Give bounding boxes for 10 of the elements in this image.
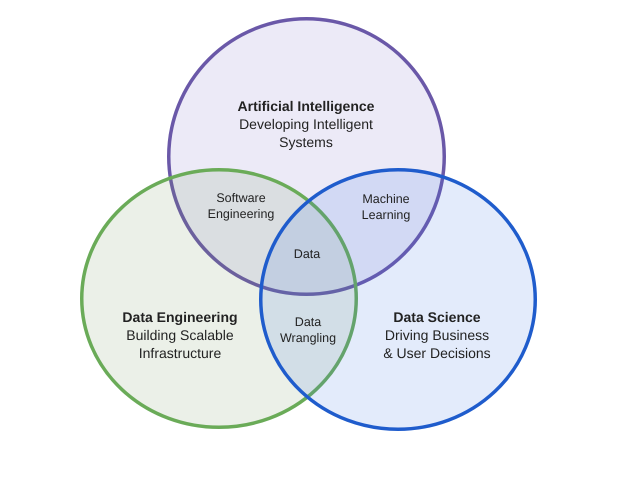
overlap-label: Data Wrangling	[278, 314, 338, 346]
overlap-label: Software Engineering	[206, 190, 276, 222]
circle-description: Driving Business & User Decisions	[382, 326, 492, 362]
circle-title: Data Science	[392, 308, 482, 326]
circle-title: Data Engineering	[121, 308, 239, 326]
circle-description: Building Scalable Infrastructure	[125, 326, 235, 362]
overlap-label: Machine Learning	[360, 191, 412, 223]
circle-description: Developing Intelligent Systems	[238, 115, 374, 151]
overlap-label: Data	[292, 246, 322, 262]
circle-title: Artificial Intelligence	[236, 97, 376, 115]
